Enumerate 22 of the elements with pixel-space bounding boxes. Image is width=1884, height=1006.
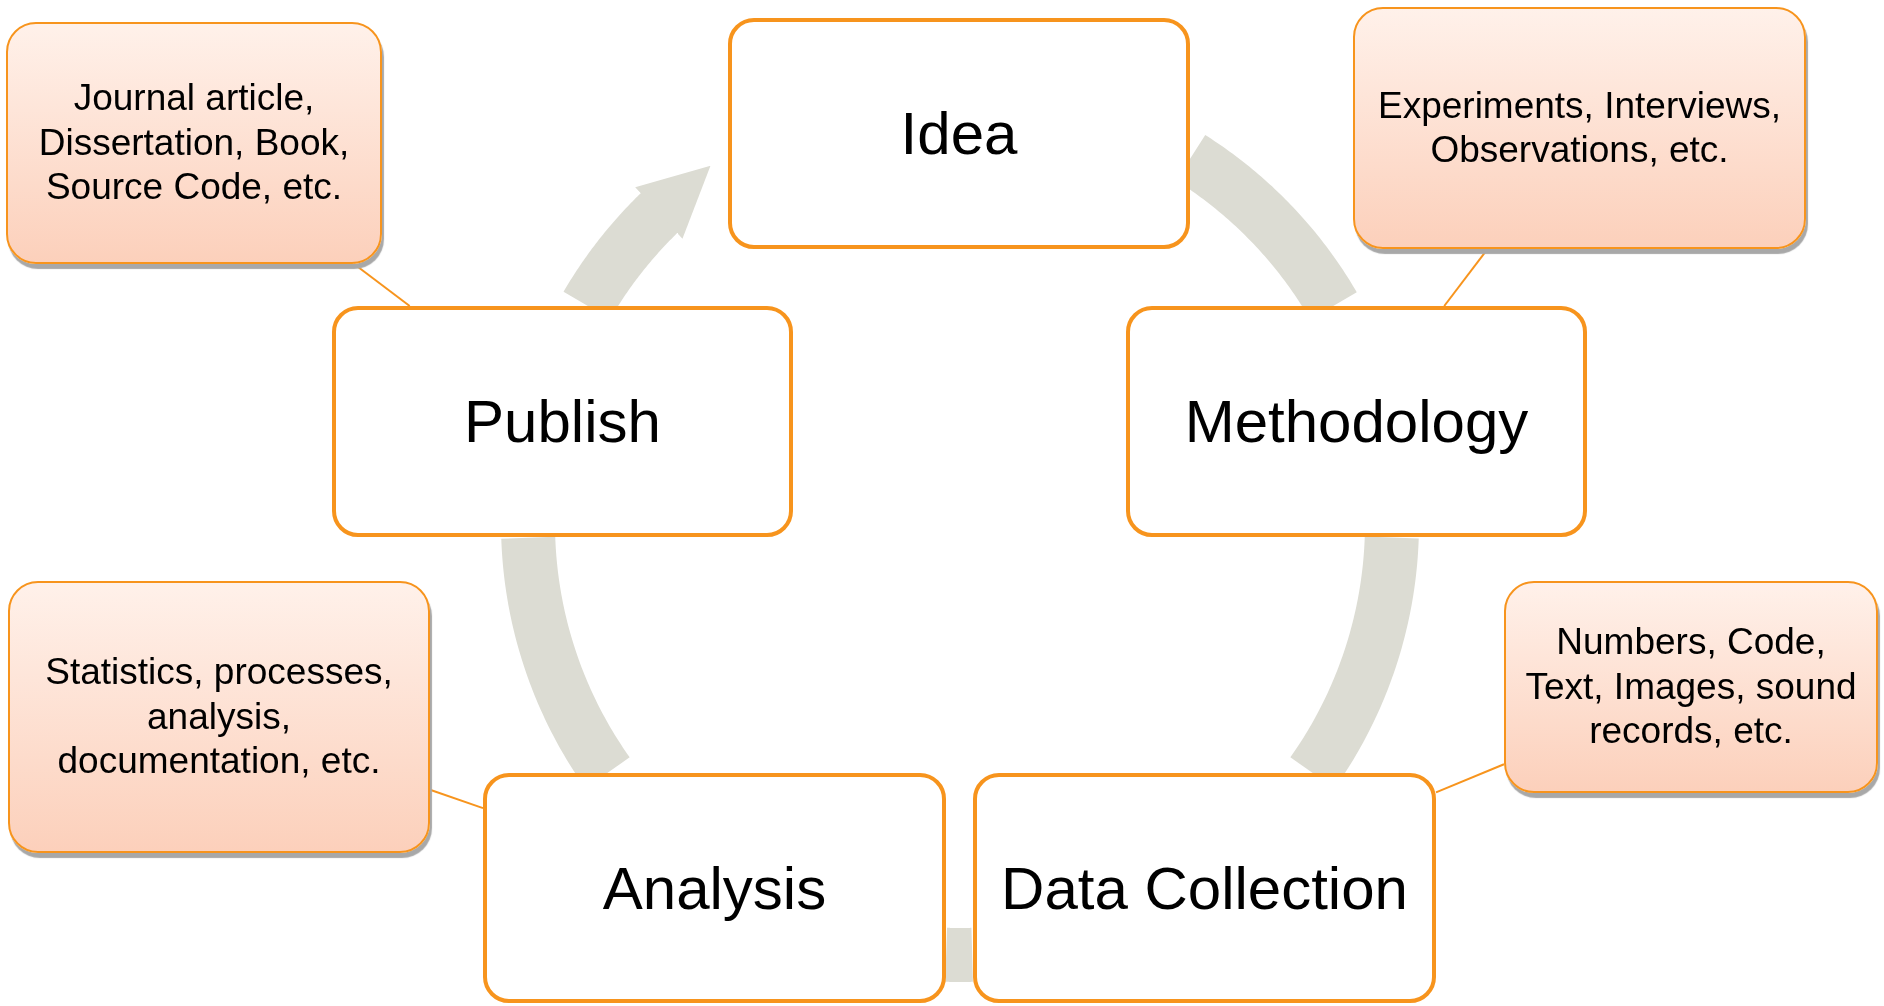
process-box <box>1126 306 1587 537</box>
note-text: Statistics, processes, analysis, documentation, etc. <box>44 650 394 784</box>
note-text: Experiments, Interviews, Observations, etc. <box>1377 83 1782 172</box>
process-box <box>483 773 946 1003</box>
note-callout <box>1353 7 1806 249</box>
step-label: Publish <box>464 387 661 456</box>
process-box <box>728 18 1190 249</box>
note-callout <box>1504 581 1878 793</box>
leader-line <box>1435 763 1505 794</box>
step-label: Analysis <box>602 853 827 923</box>
note-text: Journal article, Dissertation, Book, Source Code, etc. <box>37 76 351 210</box>
step-label: Methodology <box>1184 387 1529 456</box>
note-callout <box>8 581 430 853</box>
leader-line <box>353 263 411 307</box>
leader-line <box>429 788 484 810</box>
step-label: Data Collection <box>1001 853 1408 923</box>
process-box <box>332 306 793 537</box>
step-label: Idea <box>900 99 1018 168</box>
note-text: Numbers, Code, Text, Images, sound records, etc. <box>1524 620 1858 754</box>
process-box <box>973 773 1436 1003</box>
note-callout <box>6 22 382 264</box>
leader-line <box>1443 248 1489 307</box>
